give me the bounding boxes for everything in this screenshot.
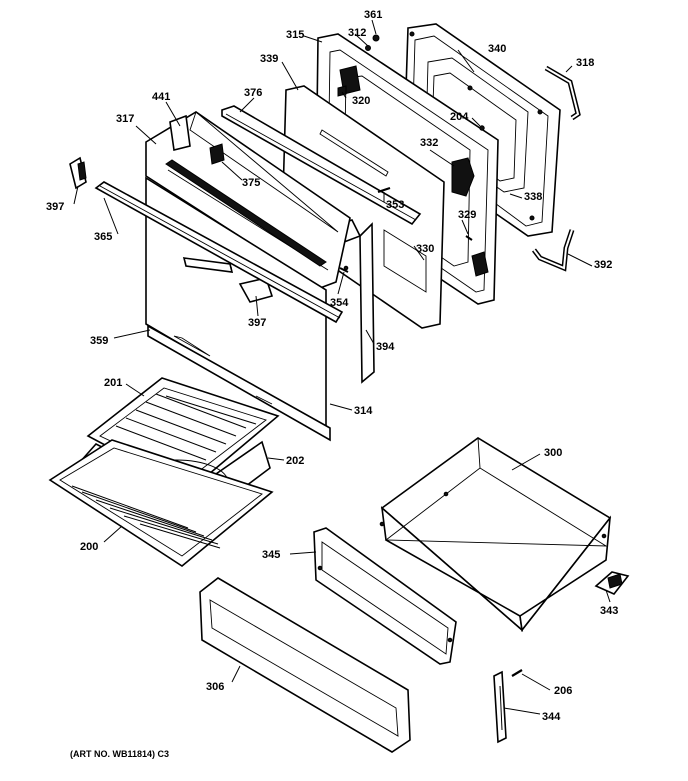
callout-339: 339 — [260, 53, 278, 65]
callout-361: 361 — [364, 9, 382, 21]
callout-318: 318 — [576, 57, 594, 69]
callout-343: 343 — [600, 605, 618, 617]
callout-315: 315 — [286, 29, 304, 41]
callout-300: 300 — [544, 447, 562, 459]
callout-359: 359 — [90, 335, 108, 347]
callout-312: 312 — [348, 27, 366, 39]
art-number-caption: (ART NO. WB11814) C3 — [70, 749, 170, 759]
callout-365: 365 — [94, 231, 112, 243]
screw-354 — [339, 267, 349, 273]
drawer-glide-344 — [493, 670, 507, 744]
callout-labels: 361 312 315 340 318 339 320 441 376 317 … — [46, 9, 618, 723]
hinge-bracket-397-left — [69, 156, 87, 190]
callout-320: 320 — [352, 95, 370, 107]
callout-394: 394 — [376, 341, 395, 353]
screw-329 — [465, 235, 473, 241]
clip-320 — [337, 85, 347, 97]
callout-206: 206 — [554, 685, 572, 697]
callout-317: 317 — [116, 113, 134, 125]
callout-344: 344 — [542, 711, 561, 723]
callout-330: 330 — [416, 243, 434, 255]
callout-345: 345 — [262, 549, 280, 561]
callout-202: 202 — [286, 455, 304, 467]
drawer-front-306 — [199, 577, 411, 753]
callout-397-left: 397 — [46, 201, 64, 213]
drawer-bracket-343 — [594, 571, 630, 595]
callout-441: 441 — [152, 91, 170, 103]
callout-329: 329 — [458, 209, 476, 221]
callout-338: 338 — [524, 191, 542, 203]
callout-354: 354 — [330, 297, 349, 309]
callout-375: 375 — [242, 177, 260, 189]
hinge-rod-318 — [544, 65, 581, 121]
callout-204: 204 — [450, 111, 469, 123]
screw-312 — [365, 45, 371, 51]
callout-314: 314 — [354, 405, 373, 417]
callout-340: 340 — [488, 43, 506, 55]
callout-332: 332 — [420, 137, 438, 149]
callout-376: 376 — [244, 87, 262, 99]
hinge-rod-392 — [532, 229, 575, 272]
leader-lines — [73, 19, 611, 715]
callout-200: 200 — [80, 541, 98, 553]
screw-206 — [511, 669, 523, 677]
oven-rack-200 — [48, 439, 274, 567]
outer-door-frame-317 — [145, 111, 351, 289]
callout-306: 306 — [206, 681, 224, 693]
callout-392: 392 — [594, 259, 612, 271]
callout-397-door: 397 — [248, 317, 266, 329]
frame-rail-376 — [221, 105, 422, 226]
callout-353: 353 — [386, 199, 404, 211]
clip-204 — [479, 125, 485, 131]
door-handle-365 — [94, 181, 344, 324]
drawer-front-panel-345 — [313, 527, 457, 665]
storage-drawer-300 — [379, 437, 612, 633]
screw-361 — [372, 34, 380, 42]
callout-201: 201 — [104, 377, 122, 389]
screw-353 — [377, 186, 391, 194]
